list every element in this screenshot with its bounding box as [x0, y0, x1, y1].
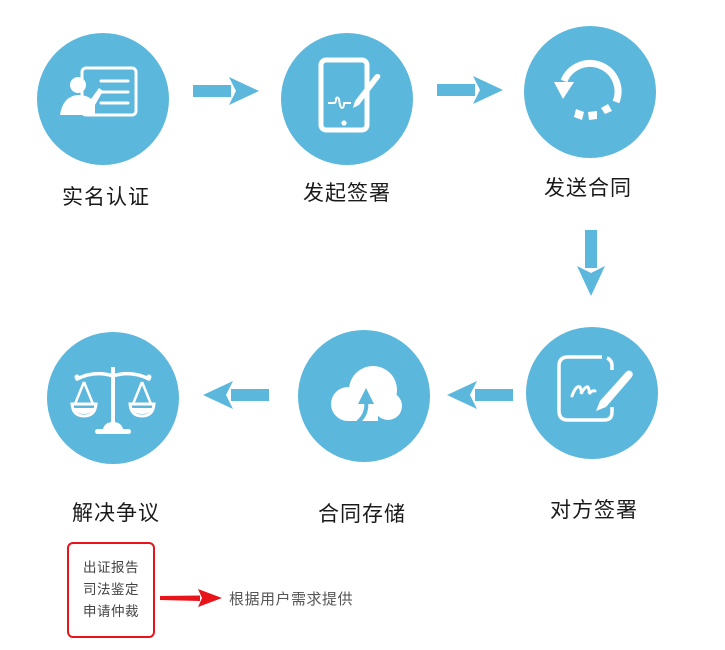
step-node-send-contract — [524, 26, 656, 158]
step-label: 发起签署 — [303, 181, 391, 205]
step-node-initiate-signing — [281, 33, 413, 165]
step-label: 发送合同 — [544, 176, 632, 200]
arrow-right-icon — [437, 76, 503, 104]
step-node-resolve-dispute — [47, 332, 179, 464]
tablet-signature-icon — [318, 57, 381, 133]
scales-of-justice-icon — [70, 367, 156, 434]
presenter-board-icon — [60, 66, 138, 117]
cloud-upload-icon — [331, 366, 402, 424]
step-node-counterparty-signing — [526, 327, 658, 459]
refresh-loading-icon — [554, 60, 622, 120]
dispute-services-box: 出证报告 司法鉴定 申请仲裁 — [67, 542, 155, 638]
step-node-real-name-verification — [37, 33, 169, 165]
arrow-left-icon — [447, 381, 513, 409]
note-line: 出证报告 — [83, 560, 139, 576]
arrow-left-icon — [203, 381, 269, 409]
note-line: 司法鉴定 — [83, 582, 139, 598]
step-label: 合同存储 — [318, 502, 406, 526]
arrow-down-icon — [577, 230, 605, 296]
sign-pen-icon — [557, 355, 633, 422]
step-node-contract-storage — [298, 330, 430, 462]
step-label: 解决争议 — [72, 501, 160, 525]
arrow-right-icon — [193, 77, 259, 105]
step-label: 实名认证 — [62, 185, 150, 209]
note-line: 申请仲裁 — [83, 604, 139, 620]
red-arrow-right-icon — [160, 589, 222, 607]
note-description: 根据用户需求提供 — [229, 590, 354, 608]
step-label: 对方签署 — [550, 498, 638, 522]
